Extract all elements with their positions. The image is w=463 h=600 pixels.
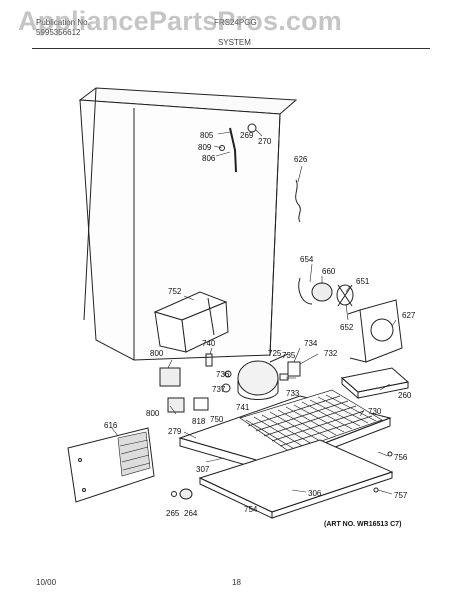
callout-260: 260 bbox=[398, 391, 412, 400]
callout-660: 660 bbox=[322, 267, 336, 276]
section-title: SYSTEM bbox=[218, 38, 251, 47]
callout-626: 626 bbox=[294, 155, 308, 164]
callout-805: 805 bbox=[200, 131, 214, 140]
callout-733: 733 bbox=[286, 389, 300, 398]
part-616-access-panel bbox=[67, 427, 155, 503]
part-806-tube bbox=[229, 127, 237, 173]
callout-264: 264 bbox=[184, 509, 198, 518]
callout-806: 806 bbox=[202, 154, 216, 163]
callout-800-lower: 800 bbox=[146, 409, 160, 418]
callout-754: 754 bbox=[244, 505, 258, 514]
callout-616: 616 bbox=[104, 421, 118, 430]
callout-734: 734 bbox=[304, 339, 318, 348]
part-269-clip bbox=[247, 123, 257, 133]
callout-756: 756 bbox=[394, 453, 408, 462]
callout-735: 735 bbox=[282, 351, 296, 360]
part-compressor bbox=[237, 353, 289, 400]
part-627-fan-shroud bbox=[347, 299, 403, 363]
part-735-overload bbox=[287, 361, 301, 377]
watermark-text: AppliancePartsPros.com bbox=[18, 6, 343, 36]
callout-737: 737 bbox=[212, 385, 226, 394]
part-265-screw bbox=[171, 491, 177, 497]
part-730-condenser bbox=[239, 389, 383, 453]
part-626-cord bbox=[295, 179, 301, 223]
publication-number: 5995356612 bbox=[36, 28, 81, 37]
leader-lines bbox=[111, 129, 397, 495]
art-number: (ART NO. WR16513 C7) bbox=[324, 521, 401, 528]
callout-279: 279 bbox=[168, 427, 182, 436]
part-736-grommet bbox=[224, 370, 232, 378]
callout-750: 750 bbox=[210, 415, 224, 424]
callout-labels: 805 269 809 270 806 626 654 660 651 752 … bbox=[104, 131, 416, 528]
footer-date: 10/00 bbox=[36, 578, 57, 587]
callout-725: 725 bbox=[268, 349, 282, 358]
part-737-grommet bbox=[221, 383, 231, 393]
callout-800-upper: 800 bbox=[150, 349, 164, 358]
part-264-foot bbox=[179, 488, 193, 500]
part-757-screw bbox=[373, 487, 379, 493]
callout-654: 654 bbox=[300, 255, 314, 264]
part-756-screw bbox=[387, 451, 393, 457]
callout-270: 270 bbox=[258, 137, 272, 146]
part-754-pan bbox=[198, 439, 394, 519]
callout-265: 265 bbox=[166, 509, 180, 518]
callout-732: 732 bbox=[324, 349, 338, 358]
callout-757: 757 bbox=[394, 491, 408, 500]
part-818-bracket bbox=[193, 397, 209, 411]
callout-818: 818 bbox=[192, 417, 206, 426]
publication-label: Publication No. bbox=[36, 18, 90, 27]
callout-740: 740 bbox=[202, 339, 216, 348]
page-number: 18 bbox=[232, 578, 241, 587]
callout-307: 307 bbox=[196, 465, 210, 474]
cabinet-shell bbox=[78, 87, 298, 361]
part-740-sensor bbox=[205, 353, 213, 367]
part-800-valve-upper bbox=[159, 367, 181, 387]
callout-736: 736 bbox=[216, 370, 230, 379]
callout-627: 627 bbox=[402, 311, 416, 320]
part-809-screw bbox=[219, 145, 225, 151]
callout-752: 752 bbox=[168, 287, 182, 296]
callout-730: 730 bbox=[368, 407, 382, 416]
callout-269: 269 bbox=[240, 131, 254, 140]
part-260-drain-pan bbox=[340, 367, 410, 400]
part-733-clip bbox=[279, 373, 289, 381]
part-752-bracket bbox=[153, 291, 229, 353]
callout-651: 651 bbox=[356, 277, 370, 286]
callout-809: 809 bbox=[198, 143, 212, 152]
part-660-fan-motor bbox=[298, 277, 354, 307]
part-800-valve-lower bbox=[167, 397, 185, 413]
callout-652: 652 bbox=[340, 323, 354, 332]
header-rule bbox=[32, 48, 430, 49]
model-number: FRS24PGG bbox=[214, 18, 257, 27]
callout-306: 306 bbox=[308, 489, 322, 498]
callout-741: 741 bbox=[236, 403, 250, 412]
